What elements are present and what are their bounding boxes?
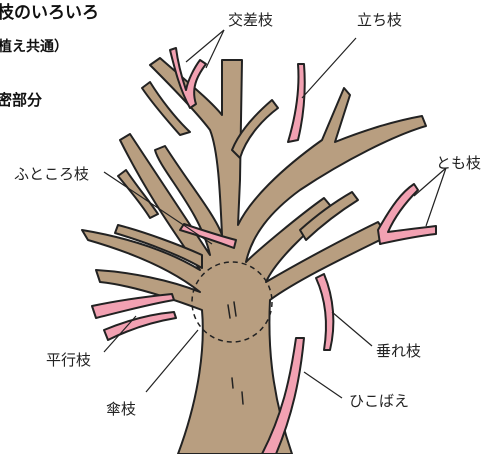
left-upper-branch (141, 81, 191, 136)
parallel-branch-shape (91, 293, 177, 341)
tree-branches (81, 57, 427, 454)
label-upright-branch: 立ち枝 (357, 11, 403, 29)
upright-branch-shape (287, 63, 306, 143)
leader-lines (103, 29, 447, 399)
branch-up-right-small (231, 99, 279, 159)
label-parallel-branch: 平行枝 (46, 351, 92, 369)
page-subtitle: 植え共通） (0, 39, 68, 55)
drooping-branch-shape (315, 273, 335, 351)
label-sucker: ひこばえ (349, 392, 410, 410)
page-title: 枝のいろいろ (0, 3, 99, 23)
highlighted-branches (91, 47, 437, 454)
double-branch-shape (377, 183, 437, 245)
label-drooping-branch: 垂れ枝 (376, 342, 422, 360)
label-cross-branch: 交差枝 (228, 11, 274, 29)
label-umbrella-branch: 傘枝 (106, 400, 137, 418)
label-bosom-branch: ふところ枝 (14, 165, 90, 183)
dense-area-circle (191, 261, 273, 343)
label-double-branch: とも枝 (436, 154, 482, 172)
section-title: 密部分 (0, 91, 43, 109)
branch-right-low (299, 191, 359, 241)
sucker-shape (261, 337, 305, 454)
cross-branch-shape (169, 47, 207, 109)
bark-marks (227, 301, 244, 405)
branch-left-low (114, 224, 203, 269)
